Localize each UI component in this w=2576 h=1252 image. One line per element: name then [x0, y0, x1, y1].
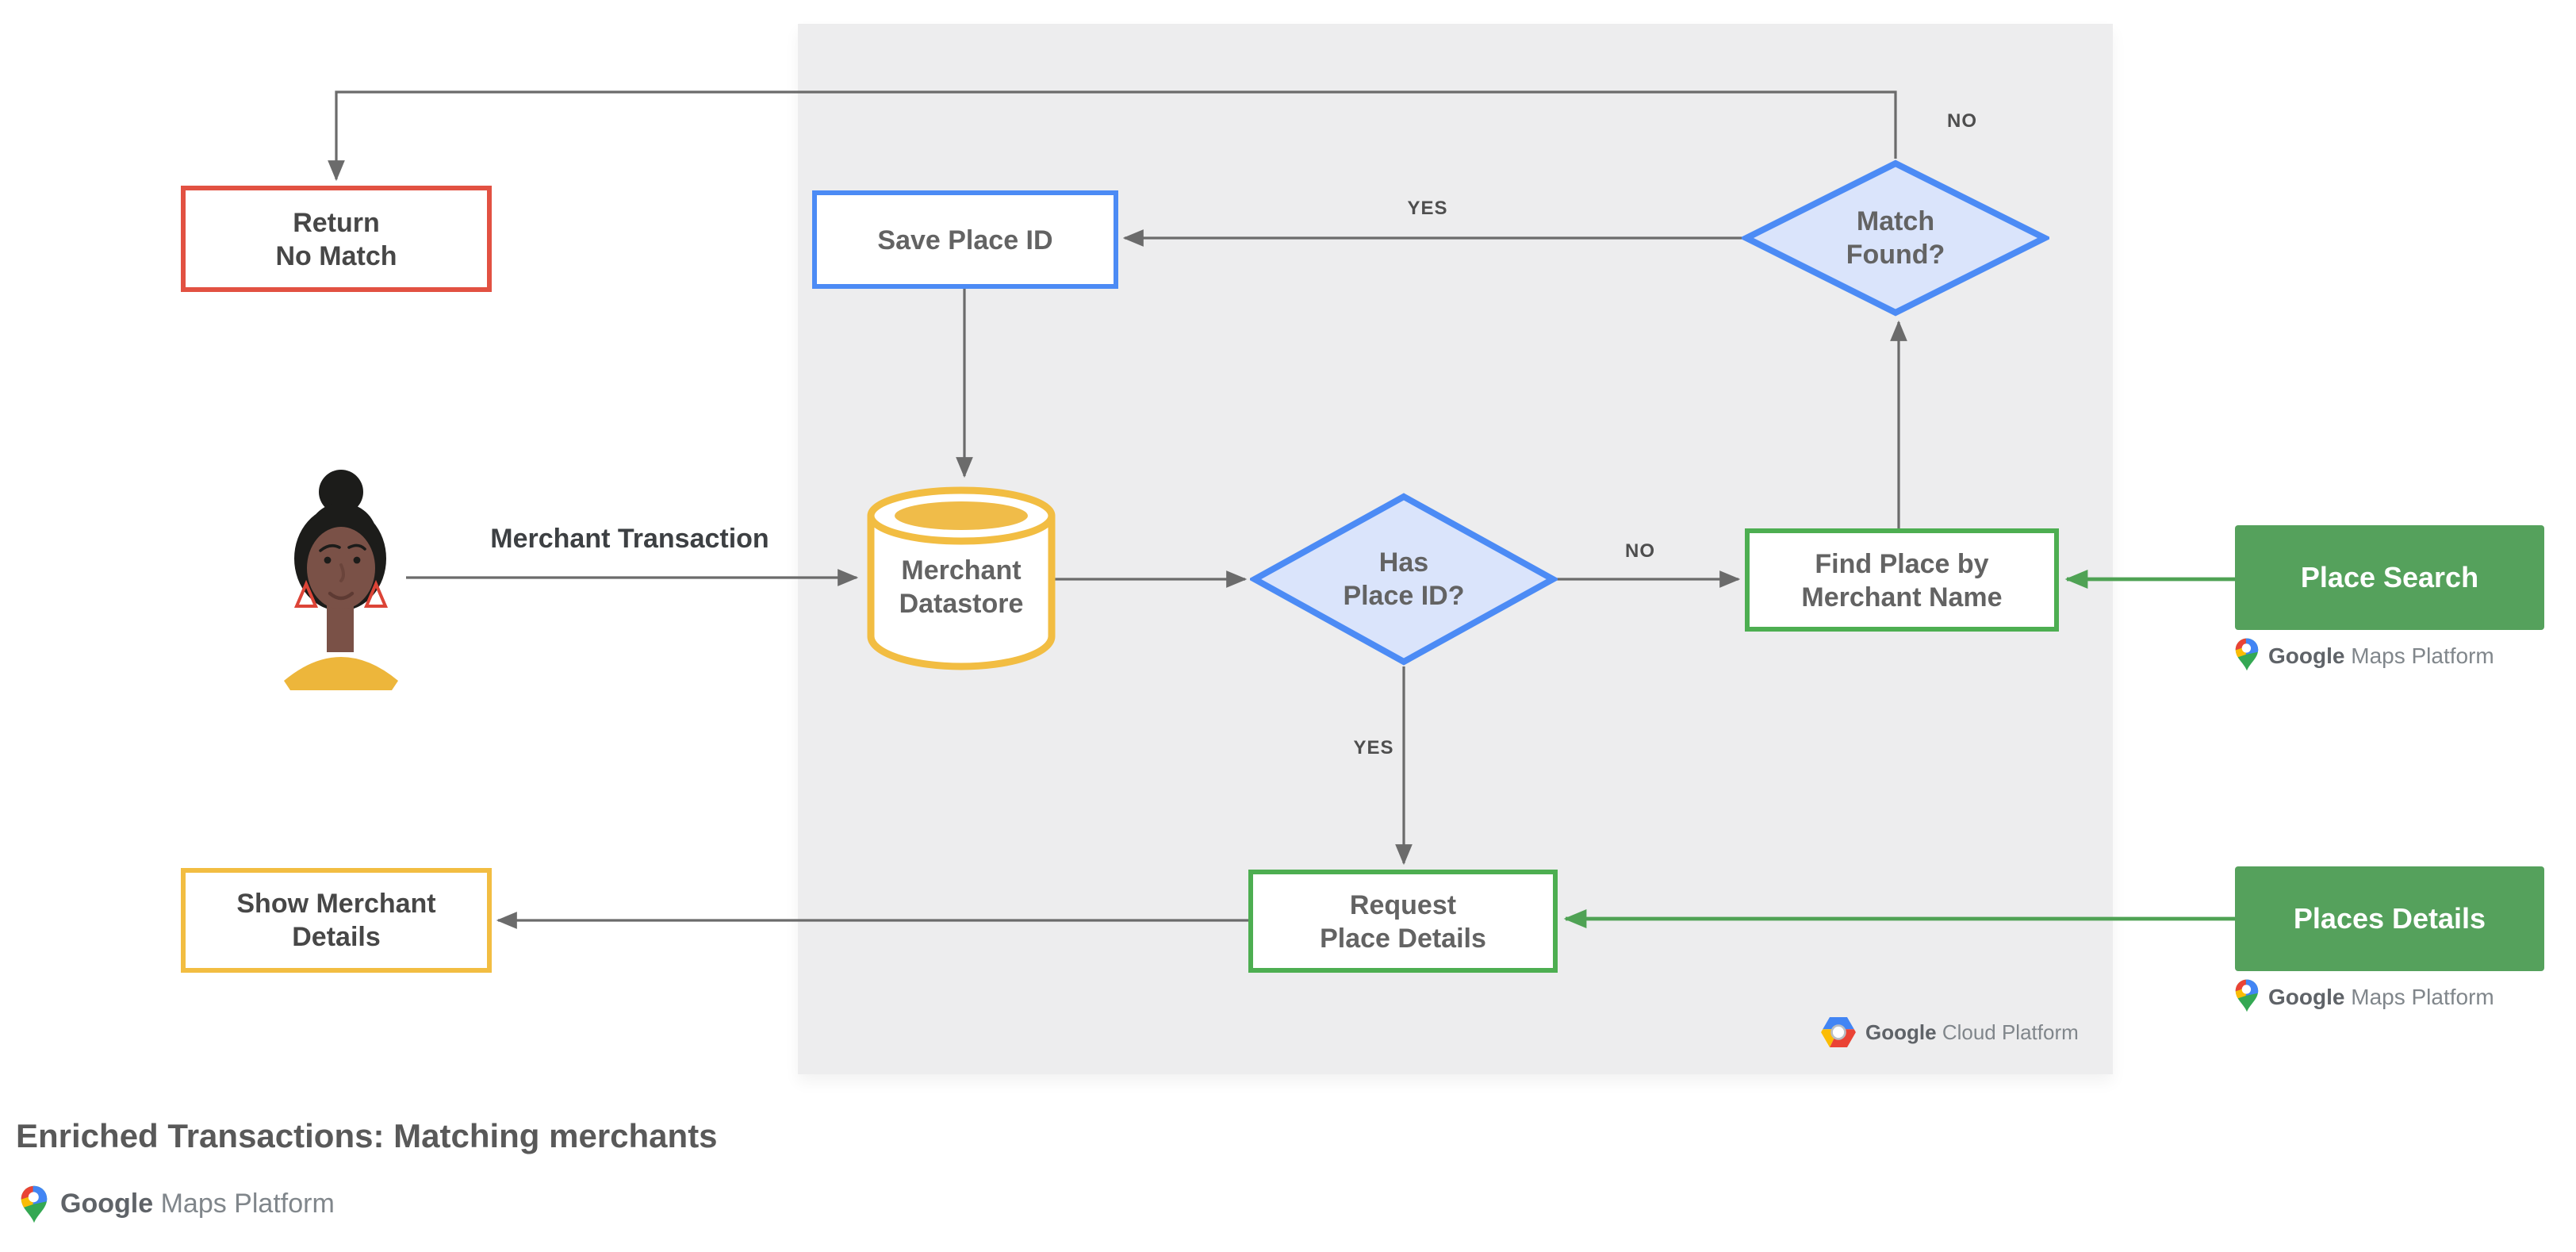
gcp-logo-text: Google Cloud Platform [1865, 1020, 2079, 1044]
return-no-match-box: Return No Match [181, 186, 492, 292]
has-place-id-yes-label: YES [1353, 736, 1394, 758]
show-merchant-details-box: Show Merchant Details [181, 868, 492, 973]
gcp-logo: Google Cloud Platform [1821, 1017, 2079, 1047]
match-found-diamond [1742, 159, 2049, 317]
merchant-datastore-cylinder [867, 486, 1056, 670]
has-place-id-label: Has Place ID? [1343, 547, 1465, 611]
request-place-details-box: Request Place Details [1248, 870, 1558, 973]
match-found-yes-label: YES [1407, 197, 1448, 219]
find-place-by-merchant-name-box: Find Place by Merchant Name [1745, 528, 2059, 632]
places-details-api-box: Places Details [2235, 866, 2544, 971]
has-place-id-diamond [1250, 493, 1558, 666]
google-cloud-hexagon-icon [1821, 1017, 1856, 1047]
place-search-api-box: Place Search [2235, 525, 2544, 630]
gmp-logo-footer: Google Maps Platform [21, 1185, 335, 1223]
match-found-no-label: NO [1947, 109, 1977, 132]
has-place-id-no-label: NO [1625, 540, 1655, 562]
merchant-transaction-label: Merchant Transaction [490, 524, 769, 554]
match-found-label: Match Found? [1846, 206, 1945, 270]
save-place-id-box: Save Place ID [812, 190, 1118, 289]
gmp-logo-place-search: Google Maps Platform [2235, 638, 2494, 671]
gmp-logo-text: Google Maps Platform [2268, 983, 2494, 1008]
google-maps-pin-icon [2235, 638, 2259, 671]
google-maps-pin-icon [2235, 979, 2259, 1012]
google-maps-pin-icon [21, 1185, 48, 1223]
user-avatar [284, 470, 398, 690]
gmp-logo-text: Google Maps Platform [60, 1189, 335, 1219]
gmp-logo-text: Google Maps Platform [2268, 642, 2494, 667]
edge-matchfound-no-to-return [328, 90, 1897, 182]
gmp-logo-places-details: Google Maps Platform [2235, 979, 2494, 1012]
merchant-datastore-label: Merchant Datastore [899, 555, 1024, 619]
diagram-title: Enriched Transactions: Matching merchant… [16, 1119, 718, 1155]
